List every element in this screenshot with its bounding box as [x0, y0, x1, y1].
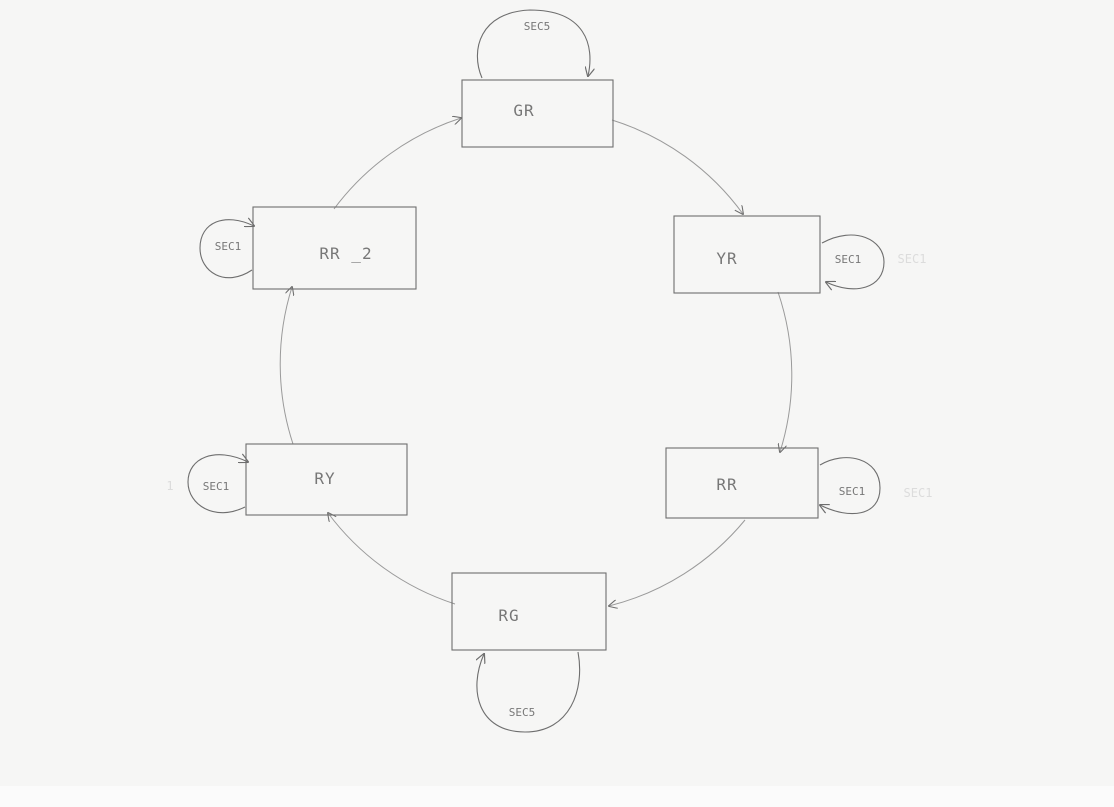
erased-mark-rr: SEC1	[904, 486, 933, 500]
state-rr2-box	[252, 206, 417, 290]
self-loop-gr-curve	[476, 9, 590, 79]
self-loop-ry-label: SEC1	[203, 480, 230, 493]
transition-rr2-to-gr	[333, 118, 461, 210]
self-loop-yr-curve	[821, 234, 885, 289]
state-yr-label: YR	[716, 249, 737, 268]
state-yr: YR	[673, 215, 821, 294]
state-rr-box	[665, 447, 819, 519]
self-loop-ry: SEC1	[187, 455, 248, 514]
self-loop-gr: SEC5	[476, 9, 590, 79]
self-loop-rr-curve	[820, 457, 881, 515]
self-loop-rg: SEC5	[477, 652, 581, 733]
erased-mark-yr: SEC1	[898, 252, 927, 266]
erased-marks: SEC1 SEC1 1	[166, 252, 932, 500]
transition-rg-to-ry	[328, 513, 456, 605]
state-rg-box	[451, 572, 607, 651]
self-loop-rr2-curve	[199, 220, 254, 279]
self-loop-rg-label: SEC5	[509, 706, 536, 719]
state-ry: RY	[245, 443, 408, 516]
state-rr-label: RR	[716, 475, 737, 494]
transition-arcs	[279, 118, 793, 606]
self-loop-rr: SEC1	[820, 457, 881, 515]
self-loop-rr2: SEC1	[199, 220, 254, 279]
transition-rr-to-rg	[609, 519, 746, 606]
erased-mark-ry: 1	[166, 479, 173, 493]
state-gr-box	[461, 79, 614, 148]
state-gr-label: GR	[513, 101, 534, 120]
self-loop-rg-curve	[477, 652, 581, 733]
state-yr-box	[673, 215, 821, 294]
transition-yr-to-rr	[777, 291, 793, 452]
self-loop-ry-curve	[187, 455, 248, 514]
state-rr2-label: RR _2	[319, 244, 372, 263]
paper-bottom-edge	[0, 786, 1114, 807]
state-rg: RG	[451, 572, 607, 651]
self-loop-gr-label: SEC5	[524, 20, 551, 33]
state-rr: RR	[665, 447, 819, 519]
self-loop-yr-label: SEC1	[835, 253, 862, 266]
transition-ry-to-rr2	[279, 287, 293, 445]
state-ry-label: RY	[314, 469, 335, 488]
state-ry-box	[245, 443, 408, 516]
state-rg-label: RG	[498, 606, 519, 625]
self-loop-yr: SEC1	[821, 234, 885, 289]
state-rr2: RR _2	[252, 206, 417, 290]
state-gr: GR	[461, 79, 614, 148]
self-loop-rr2-label: SEC1	[215, 240, 242, 253]
self-loop-rr-label: SEC1	[839, 485, 866, 498]
transition-gr-to-yr	[611, 119, 743, 214]
